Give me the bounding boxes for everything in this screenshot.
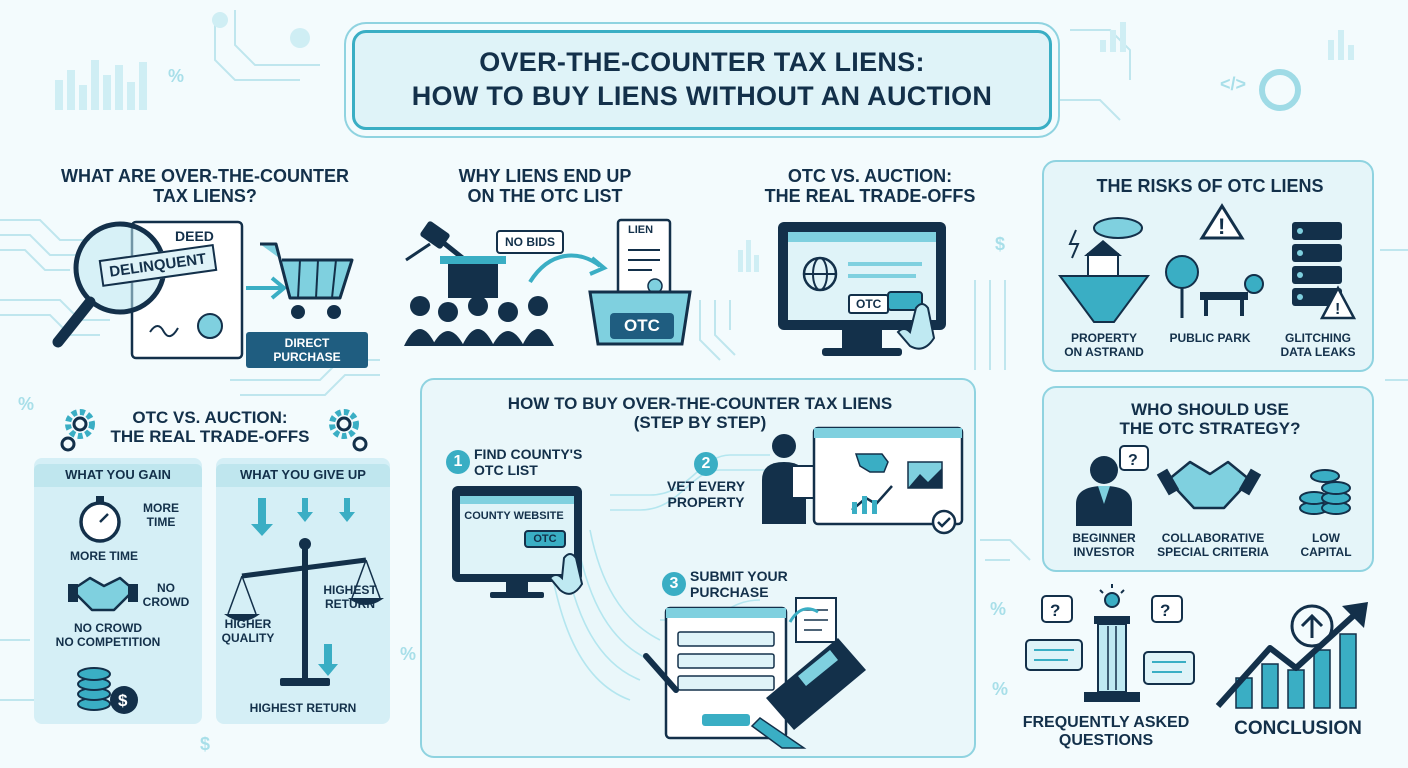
coin-stack-icon xyxy=(1299,469,1351,515)
faq-label: FREQUENTLY ASKED QUESTIONS xyxy=(1022,714,1190,750)
person-with-clipboard-icon xyxy=(762,434,819,524)
otc-basket-label: OTC xyxy=(610,313,674,339)
svg-text:%: % xyxy=(400,644,416,664)
svg-text:%: % xyxy=(990,599,1006,619)
gain-column: WHAT YOU GAIN MORE TIME MORE TIME NO CRO… xyxy=(34,458,202,724)
title-banner: OVER-THE-COUNTER TAX LIENS: HOW TO BUY L… xyxy=(352,30,1052,130)
card-terminal-icon xyxy=(750,597,866,749)
svg-text:!: ! xyxy=(1335,301,1340,318)
gain-heading: WHAT YOU GAIN xyxy=(34,464,202,487)
give-up-column: WHAT YOU GIVE UP HIGHER QUALITY HIGHEST … xyxy=(216,458,390,724)
who-panel: WHO SHOULD USE THE OTC STRATEGY? ? BEGIN… xyxy=(1042,386,1374,572)
otc-list-button[interactable]: OTC xyxy=(524,530,566,548)
deed-label: DEED xyxy=(175,228,214,244)
right-pan-label: HIGHEST RETURN xyxy=(323,583,377,611)
why-heading: WHY LIENS END UP ON THE OTC LIST xyxy=(458,166,632,207)
svg-text:%: % xyxy=(18,394,34,414)
park-warning-icon: ! xyxy=(1165,203,1264,318)
svg-text:$: $ xyxy=(200,734,210,754)
svg-text:?: ? xyxy=(1160,601,1170,620)
give-up-caption: HIGHEST RETURN xyxy=(249,701,357,715)
floating-island-house-icon xyxy=(1058,217,1150,323)
why-section: WHY LIENS END UP ON THE OTC LIST NO BIDS… xyxy=(400,166,692,356)
risks-panel: THE RISKS OF OTC LIENS ! ! xyxy=(1042,160,1374,372)
county-website-monitor xyxy=(452,486,584,598)
gain-item1-side: MORE TIME xyxy=(143,501,179,529)
conclusion-section: CONCLUSION xyxy=(1208,596,1388,746)
otc-screen-button[interactable]: OTC xyxy=(848,294,890,314)
who-icons: ? xyxy=(1076,445,1351,526)
gain-item2-caption: NO CROWD NO COMPETITION xyxy=(55,621,161,649)
risk-item-public-park: PUBLIC PARK xyxy=(1169,331,1251,345)
give-up-heading: WHAT YOU GIVE UP xyxy=(216,464,390,487)
what-are-heading: WHAT ARE OVER-THE-COUNTER TAX LIENS? xyxy=(61,166,349,207)
tradeoffs-left-section: OTC VS. AUCTION: THE REAL TRADE-OFFS WHA… xyxy=(30,402,390,724)
tradeoffs-top-heading: OTC VS. AUCTION: THE REAL TRADE-OFFS xyxy=(764,166,976,207)
faq-section: ? ? FREQUENTLY ASKED QUESTIONS xyxy=(1008,582,1204,758)
title-line-1: OVER-THE-COUNTER TAX LIENS: xyxy=(479,47,925,78)
growth-chart-icon xyxy=(1215,602,1368,709)
how-to-heading: HOW TO BUY OVER-THE-COUNTER TAX LIENS (S… xyxy=(507,394,893,433)
no-bids-bubble: NO BIDS xyxy=(496,230,565,254)
lien-doc-label: LIEN xyxy=(628,224,654,236)
gain-item2-side: NO CROWD xyxy=(142,581,190,609)
balance-scale-icon xyxy=(224,498,384,686)
tradeoffs-top-section: OTC VS. AUCTION: THE REAL TRADE-OFFS OTC xyxy=(760,166,980,366)
who-heading: WHO SHOULD USE THE OTC STRATEGY? xyxy=(1119,400,1301,439)
svg-text:?: ? xyxy=(1050,601,1060,620)
svg-text:!: ! xyxy=(1218,214,1225,239)
step-3-number: 3 xyxy=(662,572,686,596)
stopwatch-icon xyxy=(79,496,121,543)
server-warning-icon: ! xyxy=(1292,222,1357,320)
step-1-label: FIND COUNTY'S OTC LIST xyxy=(474,446,583,479)
conclusion-label: CONCLUSION xyxy=(1234,718,1362,739)
direct-purchase-tag: DIRECT PURCHASE xyxy=(246,332,368,368)
svg-text:%: % xyxy=(168,66,184,86)
svg-text:</>: </> xyxy=(1220,74,1246,94)
risks-heading: THE RISKS OF OTC LIENS xyxy=(1096,176,1324,196)
svg-text:$: $ xyxy=(995,234,1005,254)
county-website-label: COUNTY WEBSITE xyxy=(464,510,564,522)
handshake-icon xyxy=(68,576,138,612)
payment-illustration xyxy=(643,597,866,749)
tradeoffs-left-heading: OTC VS. AUCTION: THE REAL TRADE-OFFS xyxy=(110,408,310,447)
step-2-number: 2 xyxy=(694,452,718,476)
what-are-section: WHAT ARE OVER-THE-COUNTER TAX LIENS? DEE… xyxy=(40,166,370,368)
step-1-number: 1 xyxy=(446,450,470,474)
vet-property-illustration xyxy=(762,426,964,535)
step-2-label: VET EVERY PROPERTY xyxy=(666,478,746,511)
faq-podium-icon: ? ? xyxy=(1025,584,1195,702)
left-pan-label: HIGHER QUALITY xyxy=(221,617,275,645)
gear-icon xyxy=(60,409,95,452)
investor-person-icon: ? xyxy=(1076,445,1149,526)
gear-icon xyxy=(329,409,368,452)
step-3-label: SUBMIT YOUR PURCHASE xyxy=(690,568,788,601)
title-line-2: HOW TO BUY LIENS WITHOUT AN AUCTION xyxy=(411,81,993,111)
coin-stack-icon: $ xyxy=(77,667,138,714)
handshake-icon xyxy=(1156,460,1262,510)
svg-text:$: $ xyxy=(118,691,128,710)
svg-text:%: % xyxy=(992,679,1008,699)
gain-item1-caption: MORE TIME xyxy=(70,549,138,563)
how-to-section: HOW TO BUY OVER-THE-COUNTER TAX LIENS (S… xyxy=(420,378,976,758)
risks-icons: ! ! xyxy=(1058,203,1357,323)
svg-text:?: ? xyxy=(1128,452,1138,469)
shopping-cart-icon xyxy=(260,242,354,319)
